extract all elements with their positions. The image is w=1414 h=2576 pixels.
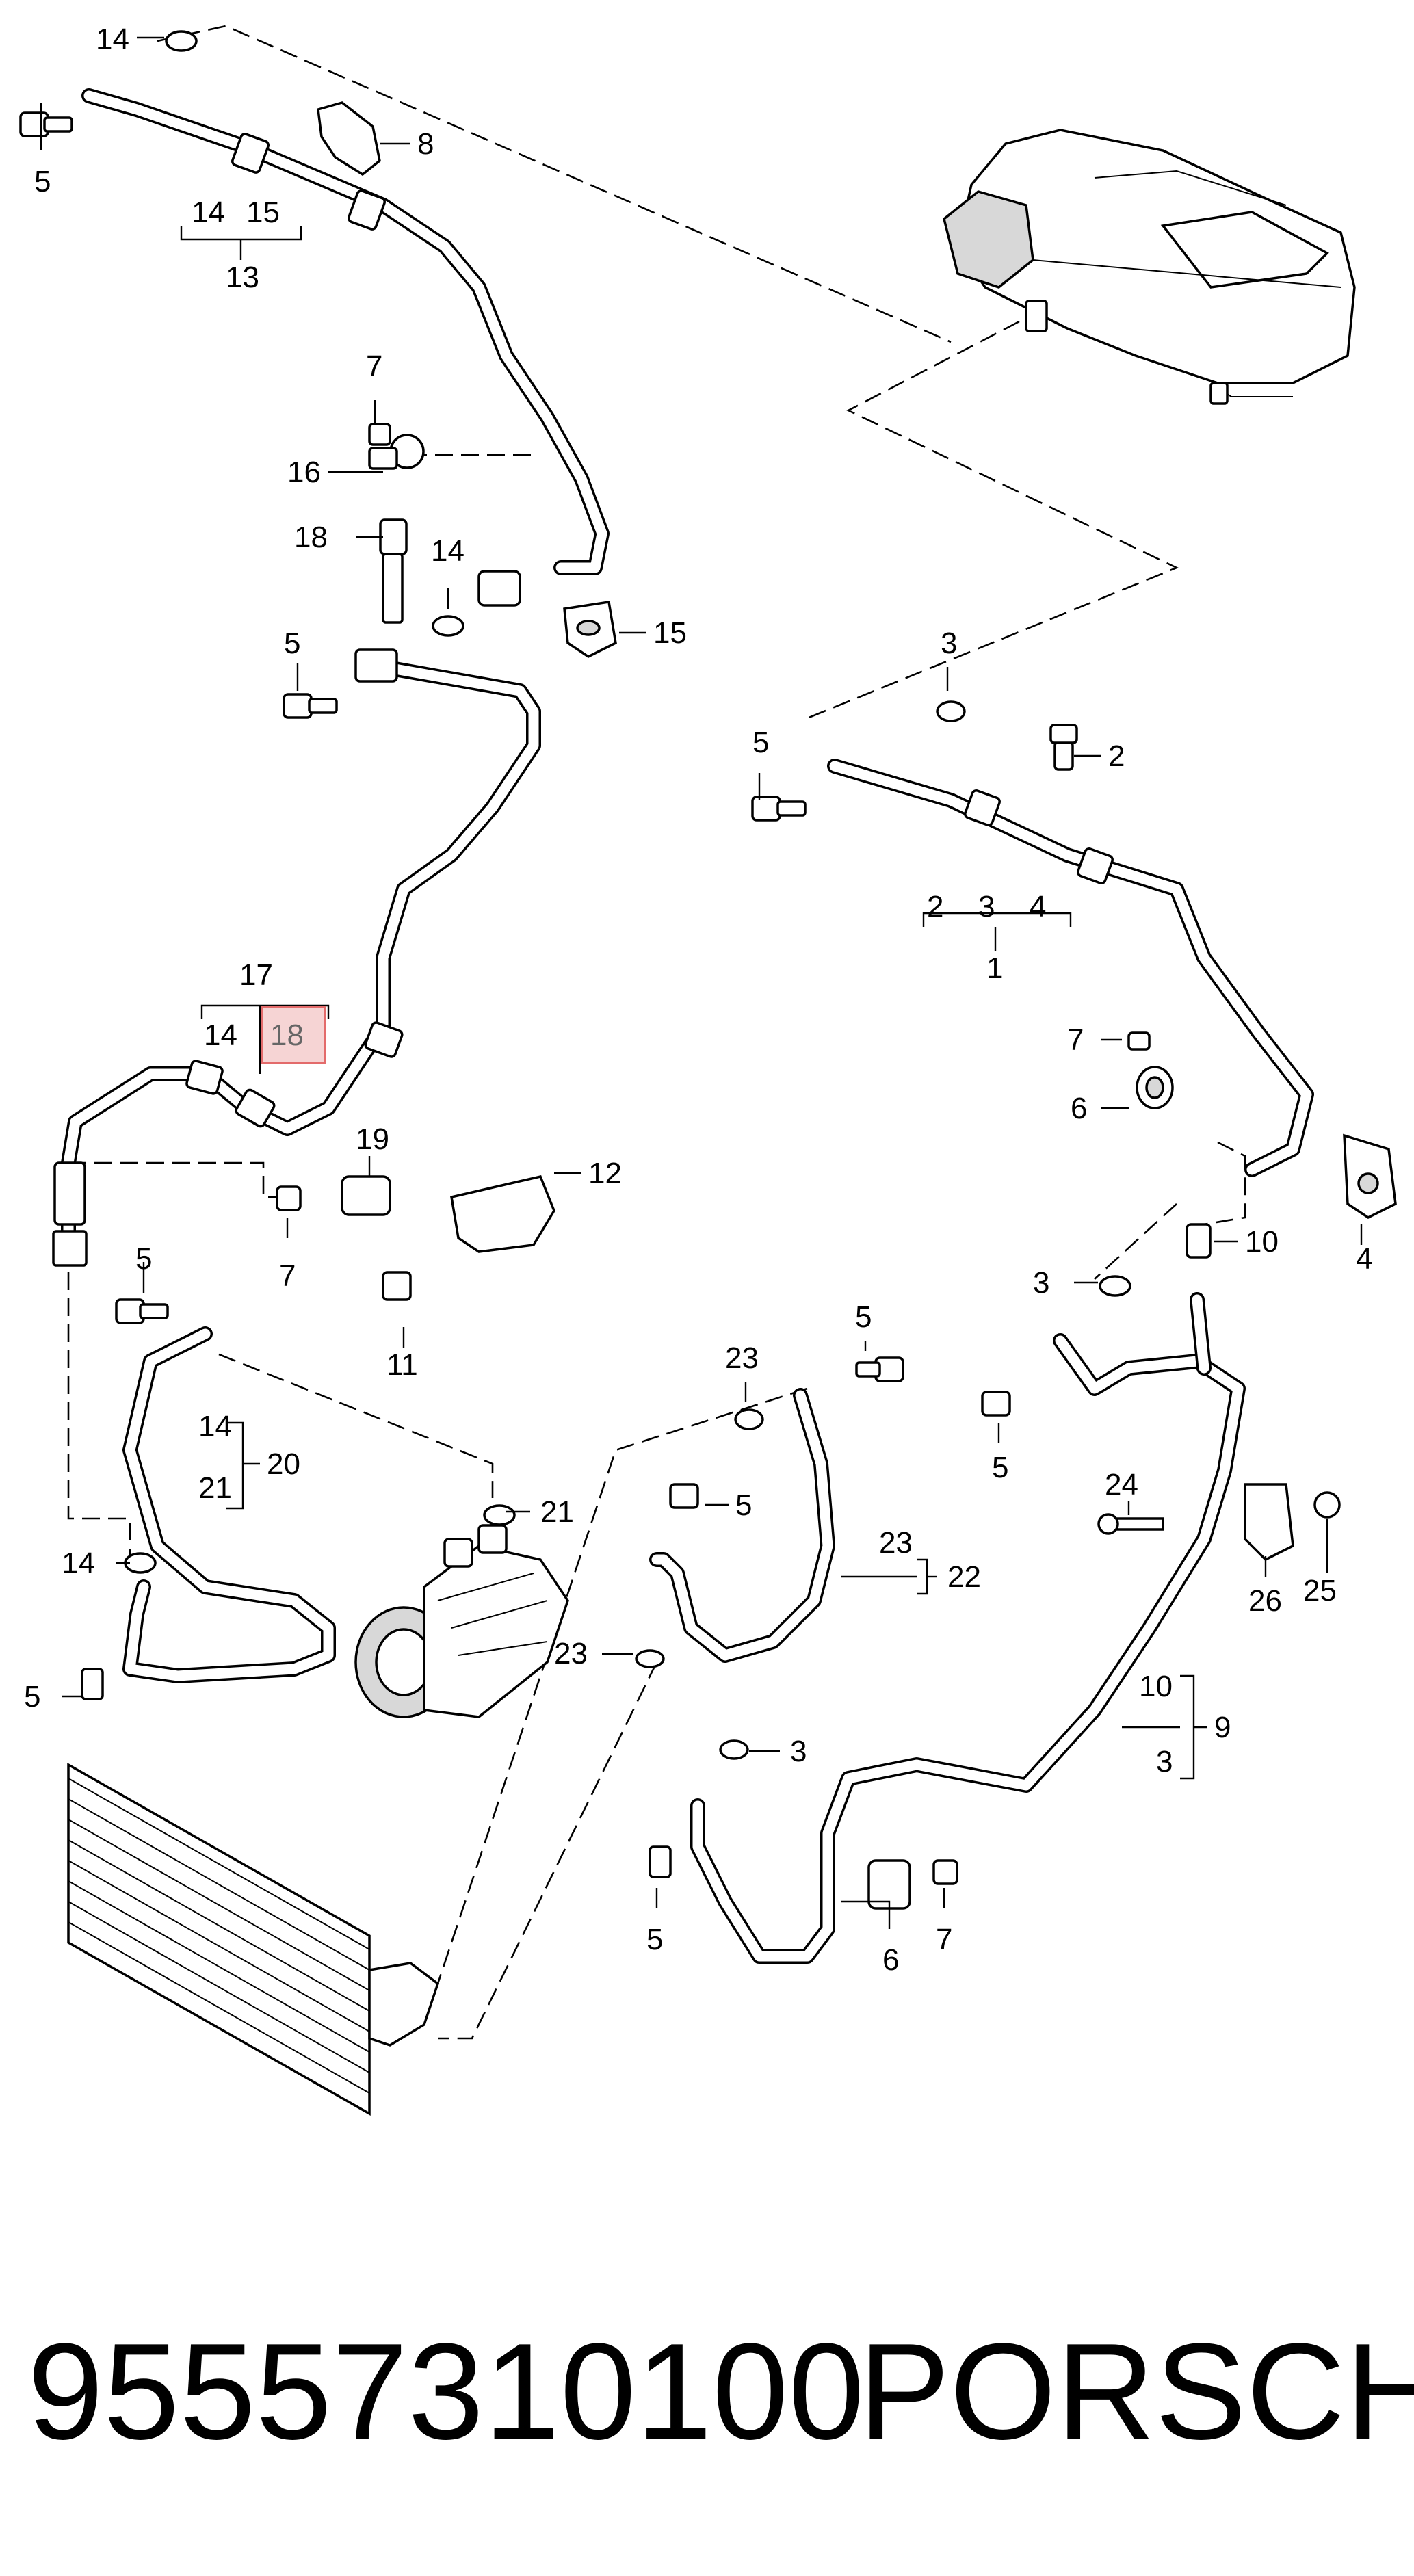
label-10: 10 — [1139, 1670, 1173, 1703]
bolts — [19, 111, 1011, 1878]
label-3: 3 — [1156, 1745, 1173, 1778]
label-23: 23 — [554, 1637, 588, 1670]
label-5: 5 — [284, 627, 300, 660]
label-5: 5 — [24, 1680, 40, 1713]
label-22: 22 — [947, 1560, 981, 1594]
hose-20 — [122, 1326, 336, 1683]
label-7: 7 — [1067, 1023, 1084, 1057]
dashed-guides — [67, 25, 1246, 2040]
label-5: 5 — [752, 726, 769, 759]
brand-name: PORSCHE — [859, 2315, 1414, 2468]
caption: 95557310100 PORSCHE — [27, 2315, 1414, 2468]
label-21: 21 — [198, 1471, 232, 1505]
label-11: 11 — [387, 1348, 418, 1382]
clamp-16 — [368, 423, 425, 470]
clamp-6-lower — [867, 1859, 958, 1910]
bracket-12 — [276, 1174, 555, 1301]
label-7: 7 — [279, 1259, 296, 1293]
label-16: 16 — [287, 456, 321, 489]
grommet-15 — [477, 570, 617, 659]
label-1: 1 — [986, 951, 1003, 985]
bracket-8 — [317, 101, 381, 176]
label-14: 14 — [62, 1547, 95, 1580]
label-12: 12 — [588, 1157, 622, 1190]
label-24: 24 — [1105, 1468, 1138, 1501]
label-3: 3 — [790, 1735, 807, 1768]
hose-13 — [81, 88, 610, 575]
label-5: 5 — [735, 1488, 752, 1522]
label-2: 2 — [1108, 739, 1125, 773]
label-6: 6 — [1071, 1092, 1087, 1125]
label-5: 5 — [992, 1451, 1008, 1484]
callout-labels: 14 5 8 14 15 13 7 16 18 14 15 5 3 5 2 2 … — [24, 23, 1372, 1977]
part-number: 95557310100 — [27, 2315, 865, 2468]
label-18: 18 — [294, 521, 328, 554]
label-14: 14 — [431, 534, 464, 568]
label-14: 14 — [96, 23, 129, 56]
label-17: 17 — [239, 958, 273, 992]
hose-22 — [649, 1388, 835, 1663]
label-13: 13 — [226, 261, 259, 294]
service-valves — [354, 518, 1212, 1259]
label-23: 23 — [725, 1341, 759, 1375]
label-26: 26 — [1248, 1584, 1282, 1618]
label-2-group: 2 — [927, 890, 943, 923]
label-7: 7 — [366, 350, 382, 383]
label-3: 3 — [978, 890, 995, 923]
hose-9 — [690, 1292, 1246, 1964]
label-5: 5 — [855, 1300, 872, 1334]
label-5: 5 — [34, 165, 51, 198]
label-8: 8 — [417, 127, 434, 161]
hose-1 — [827, 759, 1314, 1177]
highlight-box-18 — [261, 1006, 326, 1064]
label-3: 3 — [1033, 1266, 1049, 1300]
compressor — [354, 1524, 569, 1718]
label-14: 14 — [198, 1410, 232, 1443]
label-15: 15 — [653, 616, 687, 650]
label-14: 14 — [192, 196, 225, 229]
label-14: 14 — [204, 1018, 237, 1052]
clip-26 — [1097, 1483, 1341, 1562]
label-25: 25 — [1303, 1574, 1337, 1607]
label-3: 3 — [941, 627, 957, 660]
label-18-highlighted: 18 — [270, 1018, 304, 1052]
label-23: 23 — [879, 1526, 913, 1560]
label-20: 20 — [267, 1447, 300, 1481]
label-4: 4 — [1030, 890, 1046, 923]
label-9: 9 — [1214, 1711, 1231, 1744]
o-rings — [124, 30, 1131, 1760]
leader-lines — [40, 36, 1363, 1929]
label-10: 10 — [1245, 1225, 1279, 1259]
label-6: 6 — [882, 1943, 899, 1977]
label-21: 21 — [540, 1495, 574, 1529]
label-5: 5 — [646, 1923, 663, 1956]
hose-17 — [52, 659, 541, 1267]
label-4: 4 — [1356, 1242, 1372, 1276]
clamp-6-upper — [1127, 1031, 1174, 1109]
label-15: 15 — [246, 196, 280, 229]
label-19: 19 — [356, 1122, 389, 1156]
label-5: 5 — [135, 1242, 152, 1276]
evaporator-housing — [943, 129, 1356, 405]
condenser — [67, 1762, 440, 2116]
bracket-4 — [1343, 1133, 1397, 1220]
label-7: 7 — [936, 1923, 952, 1956]
